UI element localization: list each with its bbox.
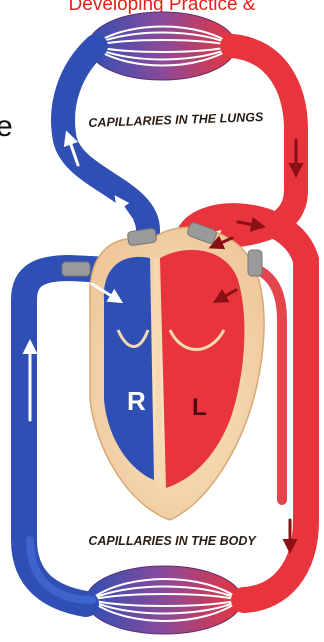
lung-capillaries-label: CAPILLARIES IN THE LUNGS	[88, 110, 264, 130]
heart	[90, 227, 264, 520]
body-capillaries-label: CAPILLARIES IN THE BODY	[88, 534, 257, 548]
body-capillary-bed	[86, 566, 242, 634]
right-side-label: R	[127, 386, 146, 416]
left-side-label: L	[192, 394, 207, 421]
lung-capillary-bed	[88, 12, 236, 80]
